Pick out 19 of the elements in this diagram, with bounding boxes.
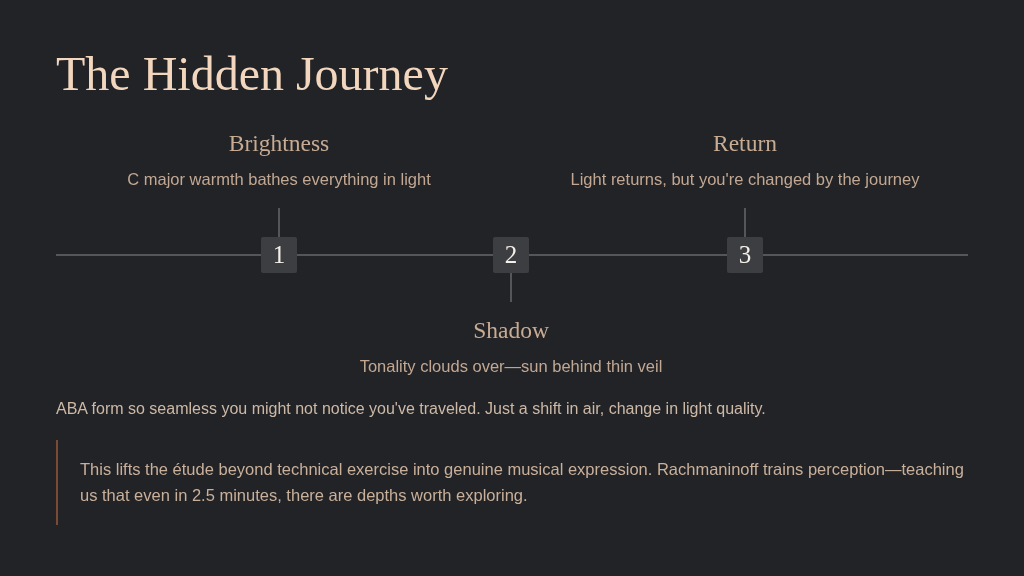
timeline-line bbox=[528, 254, 728, 256]
slide-title: The Hidden Journey bbox=[56, 46, 448, 102]
stage-heading: Brightness bbox=[228, 129, 330, 157]
stage-description: C major warmth bathes everything in light bbox=[127, 169, 431, 189]
timeline-line bbox=[296, 254, 494, 256]
stage-heading: Shadow bbox=[473, 316, 549, 344]
stage-description: Tonality clouds over—sun behind thin veil bbox=[359, 356, 663, 376]
body-text: ABA form so seamless you might not notice you've traveled. Just a shift in air, change in light quality. bbox=[56, 399, 766, 419]
stem-line bbox=[278, 207, 280, 238]
stage-heading: Return bbox=[713, 129, 777, 157]
stem-line bbox=[510, 272, 512, 303]
timeline-line bbox=[762, 254, 969, 256]
stem-line bbox=[744, 207, 746, 238]
step-marker: 2 bbox=[493, 237, 529, 273]
step-marker: 1 bbox=[261, 237, 297, 273]
timeline-line bbox=[55, 254, 262, 256]
stage-description: Light returns, but you're changed by the journey bbox=[570, 169, 920, 189]
pull-quote: This lifts the étude beyond technical exercise into genuine musical expression. Rachmaninoff trains perception—teaching us that even in 2.5 minutes, there are depths worth exploring. bbox=[56, 440, 970, 525]
step-marker: 3 bbox=[727, 237, 763, 273]
